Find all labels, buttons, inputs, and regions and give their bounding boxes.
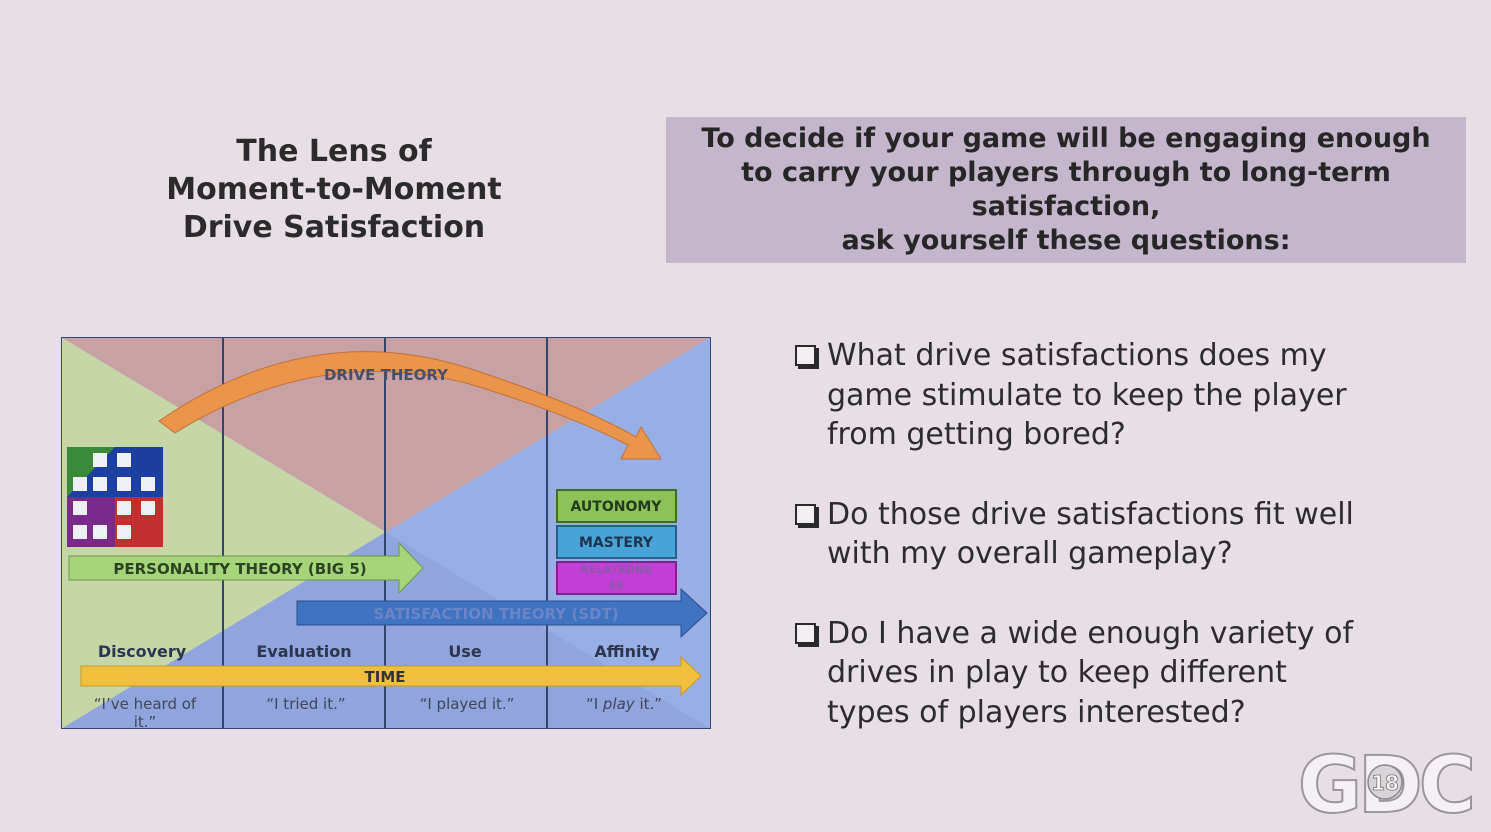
callout-line: ask yourself these questions: xyxy=(841,225,1291,256)
autonomy-box xyxy=(556,489,677,523)
question-line: from getting bored? xyxy=(827,417,1126,452)
checkbox-icon xyxy=(795,503,816,525)
relatedness-label-line: SS xyxy=(608,579,623,592)
sdt-arrow xyxy=(296,587,708,639)
gdc-year: 18 xyxy=(1371,771,1399,795)
quote-evaluation: “I tried it.” xyxy=(266,695,345,713)
relatedness-label-line: RELATEDNE xyxy=(580,563,652,576)
question-line: Do those drive satisfactions fit well xyxy=(827,496,1354,532)
question-item: Do I have a wide enough variety of drive… xyxy=(792,614,1442,733)
callout-line: To decide if your game will be engaging … xyxy=(701,123,1431,154)
mastery-label: MASTERY xyxy=(579,535,654,551)
time-label: TIME xyxy=(365,668,406,686)
personality-arrow xyxy=(68,541,424,595)
quote-discovery-line2: it.” xyxy=(134,713,157,729)
diagram-canvas: DRIVE THEORY AUTONOMY MASTERY RELATEDNE xyxy=(61,337,711,729)
callout-line: to carry your players through to long-te… xyxy=(741,157,1391,188)
title-line: The Lens of xyxy=(236,134,432,169)
question-line: game stimulate to keep the player xyxy=(827,377,1347,413)
stage-discovery: Discovery xyxy=(98,642,187,661)
time-arrow xyxy=(80,655,702,697)
autonomy-label: AUTONOMY xyxy=(571,499,663,515)
stage-affinity: Affinity xyxy=(594,642,660,661)
question-item: What drive satisfactions does my game st… xyxy=(792,336,1442,455)
checkbox-icon xyxy=(795,622,816,644)
personality-grid-icon xyxy=(67,447,163,547)
quote-discovery: “I’ve heard of xyxy=(94,695,197,713)
quote-affinity-post: it.” xyxy=(635,695,662,713)
question-line: types of players interested? xyxy=(827,694,1246,730)
player-journey-diagram: DRIVE THEORY AUTONOMY MASTERY RELATEDNE xyxy=(61,337,711,729)
drive-theory-arrow xyxy=(158,351,662,460)
drive-theory-label: DRIVE THEORY xyxy=(324,366,449,384)
quote-affinity-pre: “I xyxy=(586,695,603,713)
relatedness-box xyxy=(556,561,677,595)
personality-label: PERSONALITY THEORY (BIG 5) xyxy=(113,560,366,578)
callout-line: satisfaction, xyxy=(971,191,1161,222)
title-line: Drive Satisfaction xyxy=(182,210,486,245)
stage-use: Use xyxy=(448,642,482,661)
mastery-box xyxy=(556,525,677,559)
gdc-logo-mark: GDC 18 xyxy=(1297,740,1477,832)
gdc-year-badge xyxy=(1367,764,1403,800)
question-list: What drive satisfactions does my game st… xyxy=(792,336,1442,772)
stage-evaluation: Evaluation xyxy=(256,642,351,661)
question-line: with my overall gameplay? xyxy=(827,536,1233,571)
question-line: What drive satisfactions does my xyxy=(827,338,1327,373)
checkbox-icon xyxy=(795,345,816,366)
slide-title: The Lens of Moment-to-Moment Drive Satis… xyxy=(120,133,548,247)
quote-affinity-emphasis: play xyxy=(602,695,636,713)
question-line: drives in play to keep different xyxy=(827,655,1287,690)
gdc-logo: GDC 18 xyxy=(1290,738,1480,832)
instruction-callout: To decide if your game will be engaging … xyxy=(666,117,1466,263)
question-line: Do I have a wide enough variety of xyxy=(827,615,1354,651)
quote-use: “I played it.” xyxy=(420,695,515,713)
sdt-label: SATISFACTION THEORY (SDT) xyxy=(373,605,618,623)
question-item: Do those drive satisfactions fit well wi… xyxy=(792,495,1442,574)
title-line: Moment-to-Moment xyxy=(166,172,502,207)
quote-affinity: “I play it.” xyxy=(586,695,662,713)
